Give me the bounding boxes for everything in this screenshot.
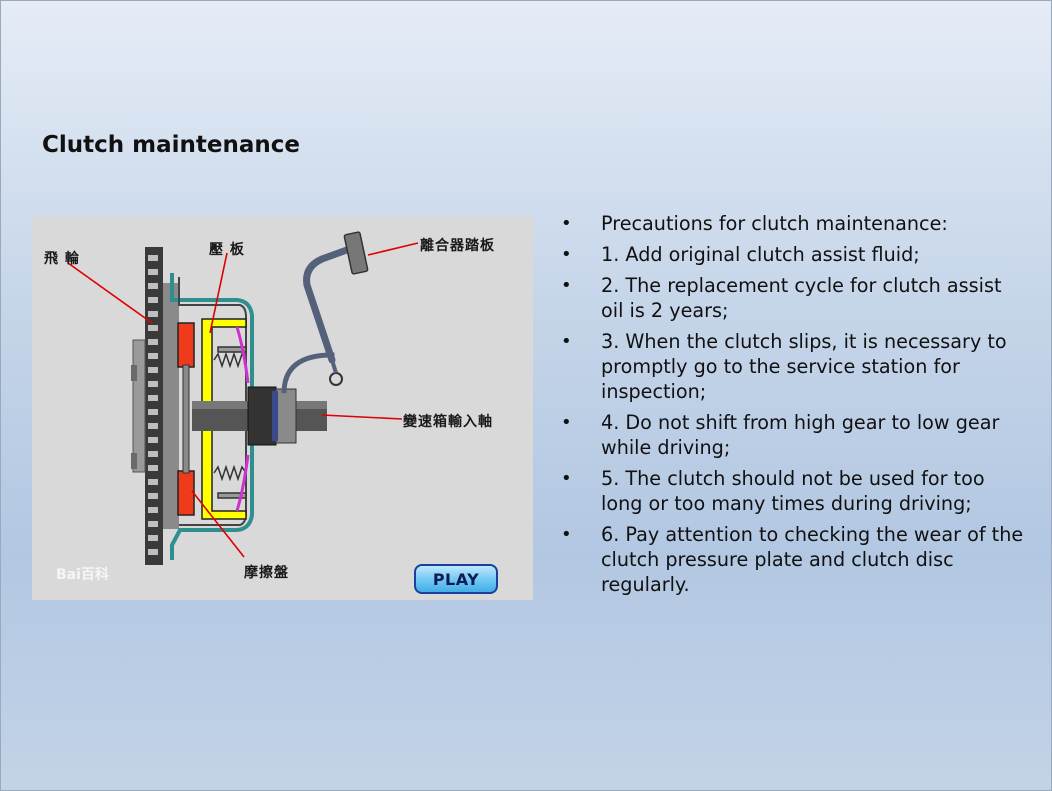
pedal-arm bbox=[303, 243, 359, 364]
baidu-watermark: Bai百科 bbox=[56, 567, 109, 583]
play-button[interactable]: PLAY bbox=[414, 564, 498, 594]
list-item: •1. Add original clutch assist fluid; bbox=[561, 243, 920, 266]
friction-disc bbox=[177, 322, 195, 516]
label-clutch-pedal: 離合器踏板 bbox=[420, 238, 495, 254]
label-friction-disc: 摩擦盤 bbox=[244, 565, 289, 581]
flywheel bbox=[131, 247, 179, 565]
slide-title: Clutch maintenance bbox=[42, 132, 300, 158]
list-item: •3. When the clutch slips, it is necessa… bbox=[561, 330, 1007, 403]
list-item: •2. The replacement cycle for clutch ass… bbox=[561, 274, 1002, 322]
bullet-dot-icon: • bbox=[561, 412, 572, 433]
maintenance-list: •Precautions for clutch maintenance: •1.… bbox=[557, 211, 1027, 603]
label-flywheel: 飛 輪 bbox=[44, 251, 80, 267]
bullet-dot-icon: • bbox=[561, 331, 572, 352]
bullet-dot-icon: • bbox=[561, 213, 572, 234]
clutch-diagram-drawing bbox=[67, 231, 419, 565]
clutch-diagram: 飛 輪 壓 板 離合器踏板 變速箱輸入軸 摩擦盤 Bai百科 PLAY bbox=[32, 215, 533, 600]
springs bbox=[213, 346, 247, 499]
list-item: •4. Do not shift from high gear to low g… bbox=[561, 411, 1000, 459]
clutch-housing bbox=[170, 273, 254, 560]
list-item: •6. Pay attention to checking the wear o… bbox=[561, 523, 1024, 596]
clutch-pedal bbox=[343, 231, 369, 275]
bullet-dot-icon: • bbox=[561, 524, 572, 545]
label-pressure-plate: 壓 板 bbox=[209, 242, 245, 258]
label-gearbox-input-shaft: 變速箱輸入軸 bbox=[403, 414, 493, 430]
bullet-dot-icon: • bbox=[561, 468, 572, 489]
list-item: •Precautions for clutch maintenance: bbox=[561, 212, 948, 235]
bullet-dot-icon: • bbox=[561, 244, 572, 265]
bullet-dot-icon: • bbox=[561, 275, 572, 296]
list-item: •5. The clutch should not be used for to… bbox=[561, 467, 985, 515]
